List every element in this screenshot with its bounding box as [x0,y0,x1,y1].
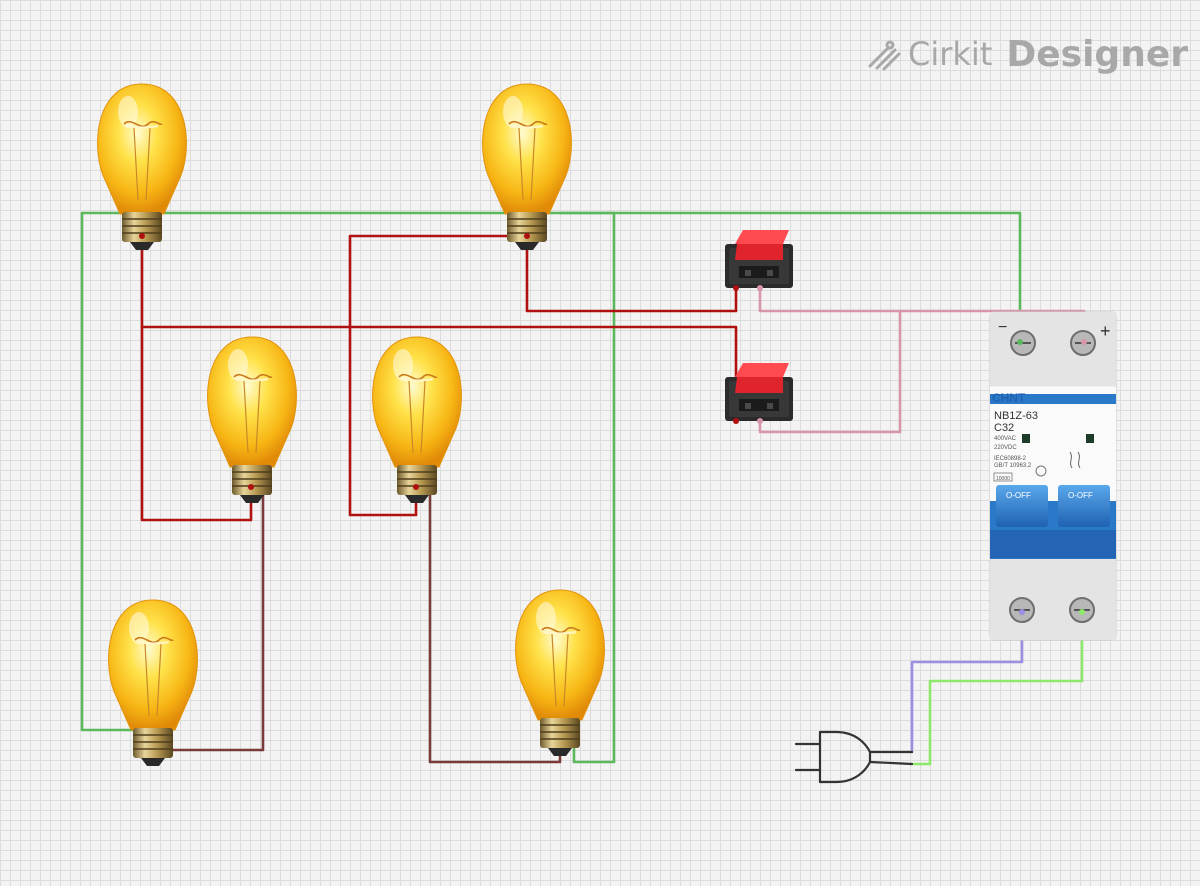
breaker-rating: C32 [994,422,1014,434]
connection-points-pink [757,285,1087,424]
ccc-mark-icon [1035,465,1047,477]
wire-lime-plug-breaker[interactable] [910,610,1084,766]
wire-red-bulb2-bulb4[interactable] [348,234,529,517]
brand-watermark: Cirkit Designer [866,28,1188,80]
breaker-standard-1: IEC60898-2 [994,456,1027,462]
terminal-negative-label: − [998,319,1007,336]
breaker-voltage-ac: 400VAC [994,436,1017,442]
bulb-icon [481,82,573,252]
wire-red-bulb2-switch1[interactable] [525,234,738,313]
breaker-lever-right[interactable] [1058,485,1110,527]
connection-point-lime [1079,609,1085,615]
wire-green-right-loop[interactable] [558,211,616,764]
bulb-icon [206,335,298,505]
power-plug[interactable] [794,730,914,784]
bulb-6[interactable] [514,588,606,758]
brand-name: Cirkit [908,35,993,73]
circuit-breaker[interactable]: − + CHNT NB1Z-63 C32 400VAC 220VDC IEC60… [989,311,1117,641]
cirkit-logo-icon [868,40,901,71]
bulb-icon [514,588,606,758]
bulb-5[interactable] [107,598,199,768]
bulb-4[interactable] [371,335,463,505]
breaker-model: NB1Z-63 [994,410,1038,422]
breaker-symbol-icon [1069,451,1081,469]
bulb-3[interactable] [206,335,298,505]
wire-green-left-loop[interactable] [80,211,1022,732]
bulb-2[interactable] [481,82,573,252]
rocker-switch-1[interactable] [725,230,793,288]
bulb-icon [371,335,463,505]
wires [80,211,1086,766]
connection-point-green [1017,339,1023,345]
brand-product: Designer [1006,33,1188,75]
bulb-icon [96,82,188,252]
bulb-1[interactable] [96,82,188,252]
bulb-icon [107,598,199,768]
plug-icon [794,730,914,784]
breaker-standard-2: GB/T 10963.2 [994,463,1032,469]
breaker-indicator-left [1022,434,1030,443]
wire-pink-switch2-breaker[interactable] [758,309,902,434]
breaker-brand: CHNT [992,391,1026,405]
wire-brown-bulb3-bulb5[interactable] [158,485,265,752]
breaker-indicator-right [1086,434,1094,443]
breaker-state-right: O-OFF [1068,491,1093,500]
wire-red-bulb1-bulb3[interactable] [140,234,253,522]
rocker-switch-icon [725,230,793,288]
connection-points [139,233,739,490]
breaker-state-left: O-OFF [1006,491,1031,500]
connection-point-purple [1019,609,1025,615]
breaker-lever-left[interactable] [996,485,1048,527]
terminal-positive-label: + [1100,321,1111,341]
breaker-capacity: 10000 [996,476,1010,482]
breaker-voltage-dc: 220VDC [994,445,1017,451]
